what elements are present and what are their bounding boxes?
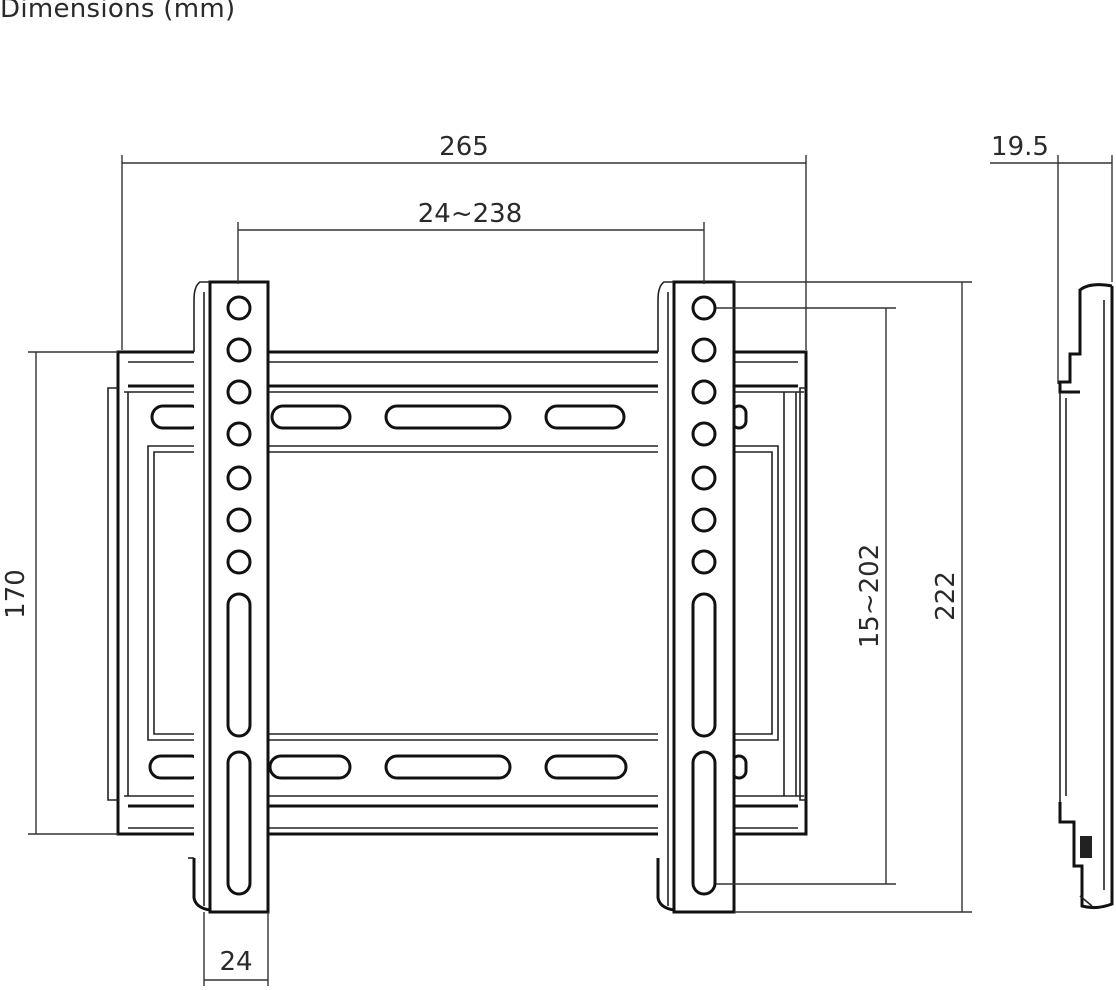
dim-overall-height-label: 222: [931, 571, 961, 621]
dim-arm-width-label: 24: [219, 947, 252, 977]
dim-vesa-horizontal-label: 24~238: [418, 199, 523, 229]
right-mounting-arm: [656, 280, 736, 914]
side-profile-view: [1058, 283, 1114, 910]
dim-depth-label: 19.5: [991, 132, 1049, 162]
dim-overall-width-label: 265: [439, 132, 489, 162]
dim-vesa-vertical-label: 15~202: [855, 544, 885, 649]
left-mounting-arm: [188, 280, 270, 914]
dimension-lines: [28, 155, 1113, 986]
drawing-title: Dimensions (mm): [0, 0, 236, 24]
dim-height-label: 170: [1, 569, 31, 619]
